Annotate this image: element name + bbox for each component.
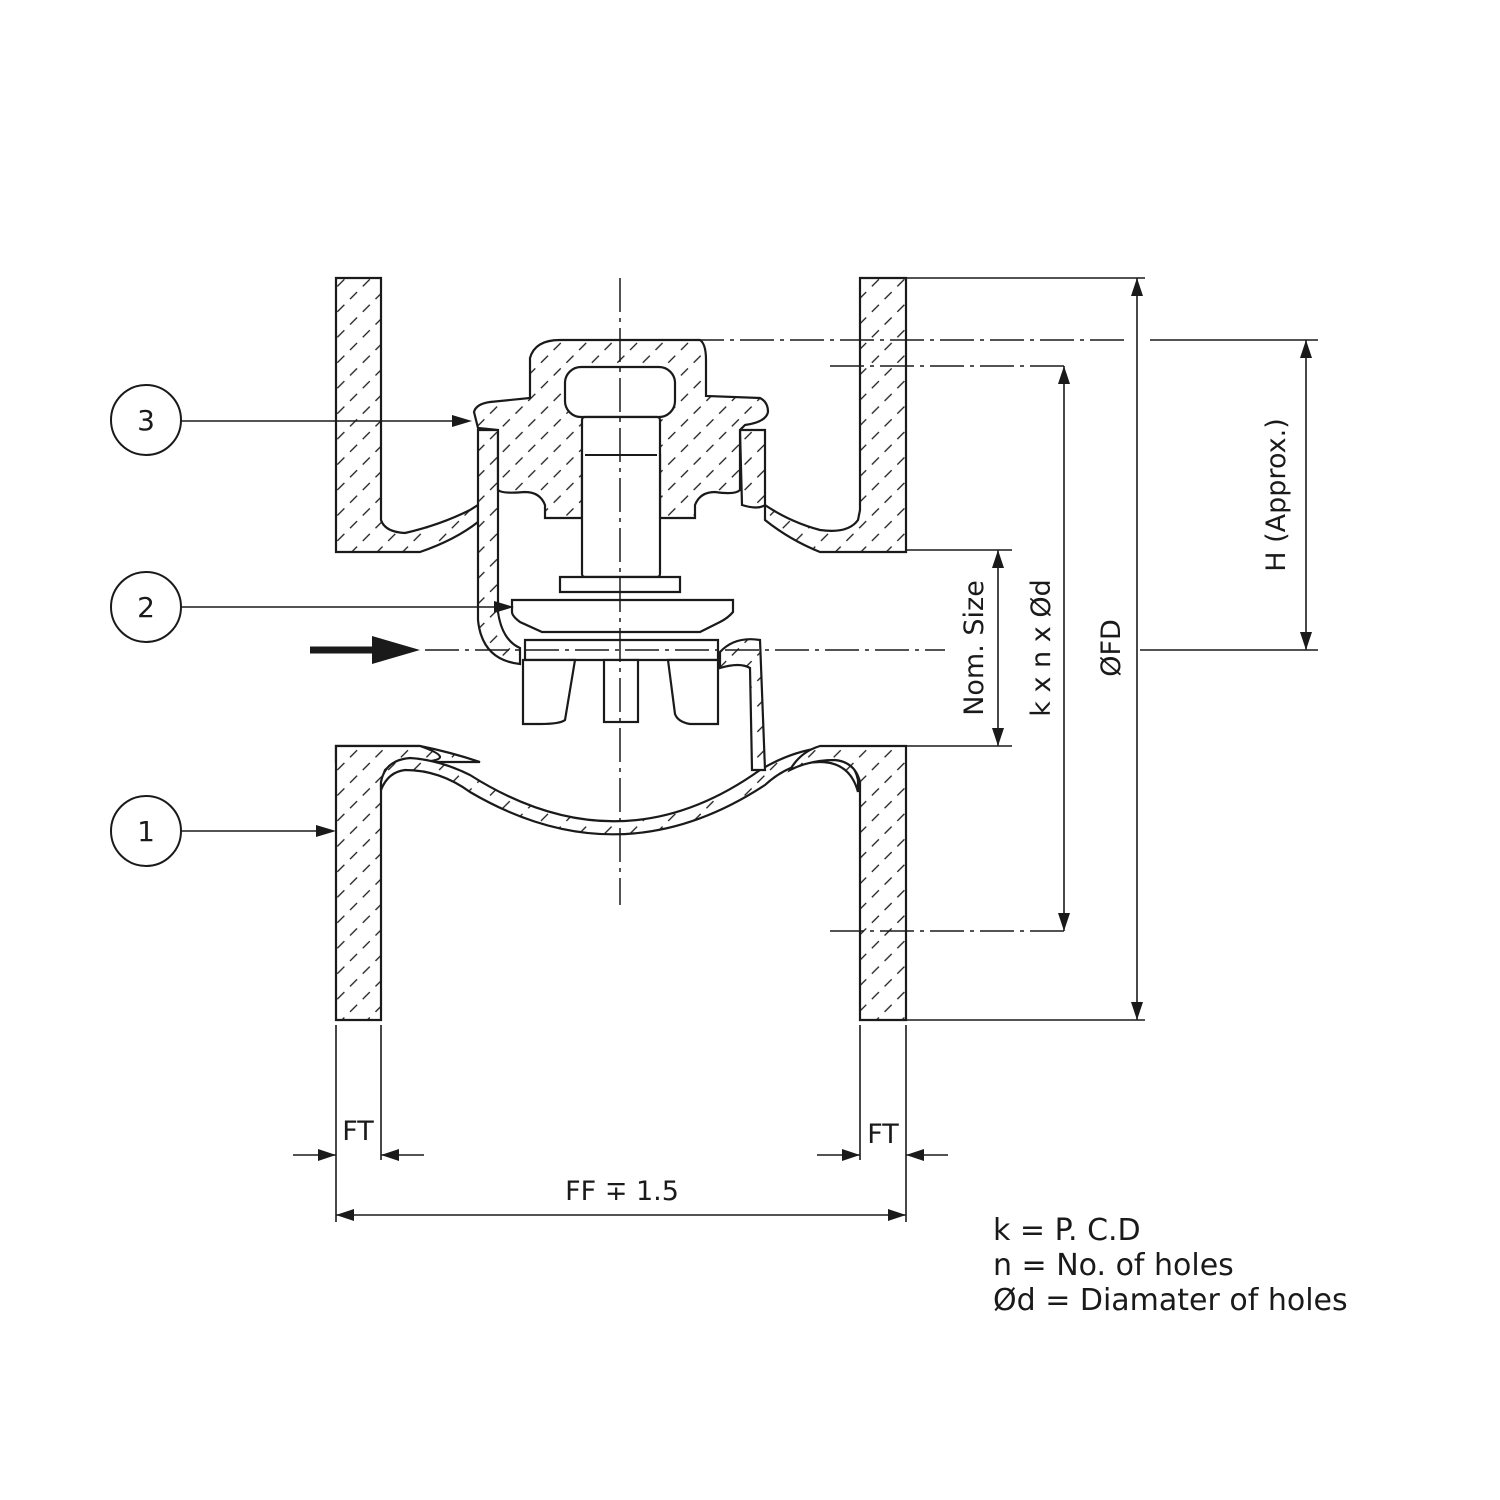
face-to-face-label: FF ∓ 1.5 — [565, 1176, 679, 1207]
valve-disc — [510, 598, 735, 726]
nominal-size-label: Nom. Size — [959, 580, 990, 716]
valve-stem — [580, 415, 662, 579]
left-flange-upper — [334, 276, 480, 554]
disc-guide-center — [602, 658, 640, 724]
right-flange-upper — [763, 276, 908, 554]
valve-body — [334, 276, 908, 1022]
right-flange-lower — [787, 744, 908, 1022]
body-upper-right-wall — [738, 428, 767, 509]
balloon-3-text: 3 — [137, 404, 155, 437]
callout-part-3: 3 — [110, 384, 472, 456]
left-flange-lower-main — [334, 744, 442, 1022]
disc-guide-right — [666, 658, 720, 726]
balloon-2-text: 2 — [137, 591, 155, 624]
legend-line-1: k = P. C.D — [993, 1213, 1141, 1248]
disc-guide-left — [521, 658, 577, 726]
balloon-1-text: 1 — [137, 815, 155, 848]
legend-line-3: Ød = Diamater of holes — [993, 1283, 1348, 1318]
callout-part-1: 1 — [110, 795, 336, 867]
flange-thickness-right-label: FT — [867, 1119, 899, 1150]
bonnet-cap — [472, 338, 770, 594]
legend: k = P. C.D n = No. of holes Ød = Diamate… — [993, 1213, 1348, 1318]
centerlines — [425, 278, 1125, 932]
flange-diameter-label: ØFD — [1096, 619, 1127, 677]
body-partition — [476, 428, 522, 666]
legend-line-2: n = No. of holes — [993, 1248, 1234, 1283]
callout-part-2: 2 — [110, 571, 514, 643]
bolt-pattern-label: k x n x Ød — [1026, 579, 1057, 716]
dimension-lines — [293, 277, 1318, 1222]
disc-plate — [510, 598, 735, 634]
body-seat-right — [718, 638, 767, 772]
flange-thickness-left-label: FT — [342, 1116, 374, 1147]
flow-direction-arrow — [310, 636, 420, 664]
height-label: H (Approx.) — [1261, 418, 1292, 571]
